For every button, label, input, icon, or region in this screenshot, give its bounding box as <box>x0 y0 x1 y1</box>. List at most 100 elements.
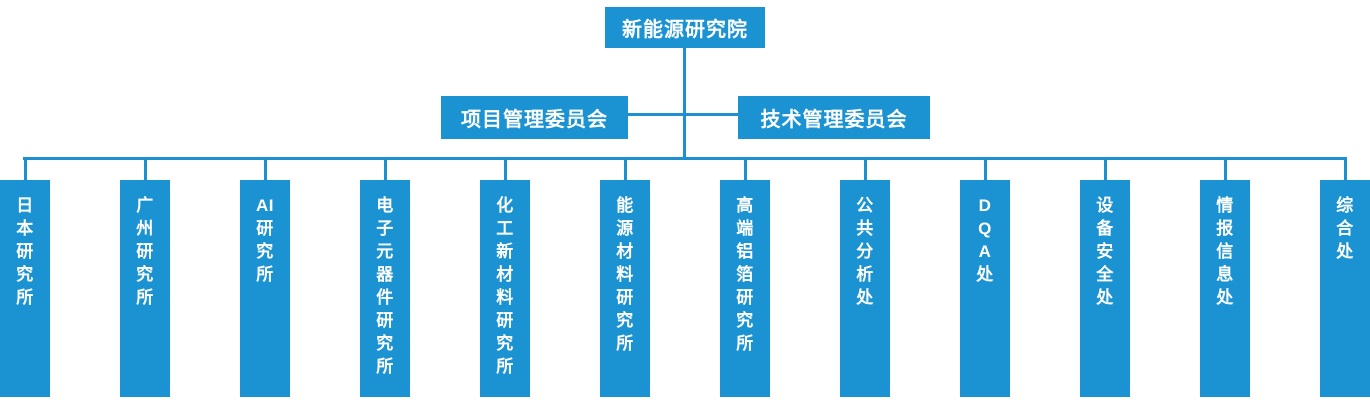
org-unit-label: 公共分析处 <box>840 194 890 309</box>
org-unit-label-line: 息 <box>1216 265 1234 284</box>
org-unit-label-line: 研 <box>736 288 754 307</box>
org-unit-label-line: 分 <box>856 242 874 261</box>
connector-stub <box>143 158 147 181</box>
org-unit-node: 电子元器件研究所 <box>360 180 410 397</box>
org-unit-label-line: 共 <box>856 219 874 238</box>
org-unit-label-line: 析 <box>856 265 874 284</box>
org-unit-label-line: 研 <box>496 311 514 330</box>
connector-stub <box>263 158 267 181</box>
org-unit-label-line: 广 <box>136 196 154 215</box>
org-unit-label-line: 端 <box>736 219 754 238</box>
org-unit-node: 化工新材料研究所 <box>480 180 530 397</box>
org-unit-label-line: AI <box>256 196 274 215</box>
org-unit-label-line: 所 <box>616 334 634 353</box>
org-root-node: 新能源研究院 <box>605 7 765 48</box>
org-unit-label-line: 研 <box>376 311 394 330</box>
org-unit-label-line: 情 <box>1216 196 1234 215</box>
org-unit-label-line: Q <box>978 219 992 238</box>
org-unit-label-line: 处 <box>1096 288 1114 307</box>
org-unit-label-line: 报 <box>1216 219 1234 238</box>
org-unit-label-line: 铝 <box>736 242 754 261</box>
org-unit-label-line: 件 <box>376 288 394 307</box>
org-unit-label-line: 器 <box>376 265 394 284</box>
org-unit-label: 高端铝箔研究所 <box>720 194 770 355</box>
org-committee-label: 技术管理委员会 <box>760 109 908 131</box>
org-unit-label-line: 安 <box>1096 242 1114 261</box>
org-unit-label: 电子元器件研究所 <box>360 194 410 378</box>
org-unit-label: 能源材料研究所 <box>600 194 650 355</box>
org-unit-node: 公共分析处 <box>840 180 890 397</box>
org-unit-label-line: 所 <box>736 334 754 353</box>
connector-stub <box>1343 158 1347 181</box>
connector-committee-link <box>628 113 738 116</box>
org-unit-node: 日本研究所 <box>0 180 50 397</box>
connector-stub <box>503 158 507 181</box>
connector-stub <box>1223 158 1227 181</box>
org-unit-label-line: 合 <box>1336 219 1354 238</box>
org-unit-node: 情报信息处 <box>1200 180 1250 397</box>
connector-root-drop <box>683 47 686 159</box>
connector-stub <box>23 158 27 181</box>
org-unit-node: 广州研究所 <box>120 180 170 397</box>
org-unit-label-line: 所 <box>136 288 154 307</box>
org-unit-label-line: 设 <box>1096 196 1114 215</box>
org-unit-label: 化工新材料研究所 <box>480 194 530 378</box>
org-unit-label: 设备安全处 <box>1080 194 1130 309</box>
org-unit-label-line: A <box>978 242 992 261</box>
org-unit-label-line: 工 <box>496 219 514 238</box>
org-unit-label-line: 化 <box>496 196 514 215</box>
org-committee-node-technology: 技术管理委员会 <box>738 96 930 139</box>
org-unit-label-line: 处 <box>1336 242 1354 261</box>
org-unit-label: AI 研究所 <box>240 194 290 286</box>
connector-stub <box>863 158 867 181</box>
org-unit-label-line: 究 <box>136 265 154 284</box>
org-unit-label-line: 元 <box>376 242 394 261</box>
connector-stub <box>983 158 987 181</box>
org-unit-label-line: 子 <box>376 219 394 238</box>
org-unit-label-line: 究 <box>256 242 274 261</box>
org-unit-node: AI 研究所 <box>240 180 290 397</box>
connector-stub <box>383 158 387 181</box>
org-unit-label-line: 研 <box>256 219 274 238</box>
org-unit-label-line: 源 <box>616 219 634 238</box>
org-unit-label-line: 究 <box>376 334 394 353</box>
org-unit-label-line: 处 <box>856 288 874 307</box>
org-unit-label-line: 研 <box>16 242 34 261</box>
org-unit-label-line: 材 <box>616 242 634 261</box>
org-unit-label-line: 所 <box>16 288 34 307</box>
connector-stub <box>743 158 747 181</box>
org-committee-node-project: 项目管理委员会 <box>441 96 628 139</box>
org-unit-label-line: 全 <box>1096 265 1114 284</box>
org-unit-label-line: 高 <box>736 196 754 215</box>
org-unit-label-line: 所 <box>376 357 394 376</box>
org-unit-label-line: 公 <box>856 196 874 215</box>
org-unit-label-line: 研 <box>616 288 634 307</box>
org-unit-node: 设备安全处 <box>1080 180 1130 397</box>
connector-stub <box>623 158 627 181</box>
org-unit-label-line: 研 <box>136 242 154 261</box>
org-unit-node: 高端铝箔研究所 <box>720 180 770 397</box>
org-unit-label-line: 处 <box>1216 288 1234 307</box>
org-unit-label-line: 新 <box>496 242 514 261</box>
org-unit-label-line: 箔 <box>736 265 754 284</box>
org-unit-label-line: 州 <box>136 219 154 238</box>
org-unit-label-line: 综 <box>1336 196 1354 215</box>
org-unit-label-line: D <box>978 196 992 215</box>
org-unit-label-line: 究 <box>496 334 514 353</box>
org-unit-label-line: 能 <box>616 196 634 215</box>
connector-stub <box>1103 158 1107 181</box>
org-unit-label-line: 日 <box>16 196 34 215</box>
org-unit-label: 广州研究所 <box>120 194 170 309</box>
org-unit-label-line: 备 <box>1096 219 1114 238</box>
connector-main-rail <box>23 157 1347 160</box>
org-unit-label-line: 料 <box>616 265 634 284</box>
org-unit-label-line: 所 <box>256 265 274 284</box>
org-unit-label-line: 究 <box>616 311 634 330</box>
org-unit-label-line: 究 <box>736 311 754 330</box>
org-unit-node: 综合处 <box>1320 180 1370 397</box>
org-unit-label-line: 本 <box>16 219 34 238</box>
org-unit-label: 情报信息处 <box>1200 194 1250 309</box>
org-committee-label: 项目管理委员会 <box>461 109 608 131</box>
org-unit-node: 能源材料研究所 <box>600 180 650 397</box>
